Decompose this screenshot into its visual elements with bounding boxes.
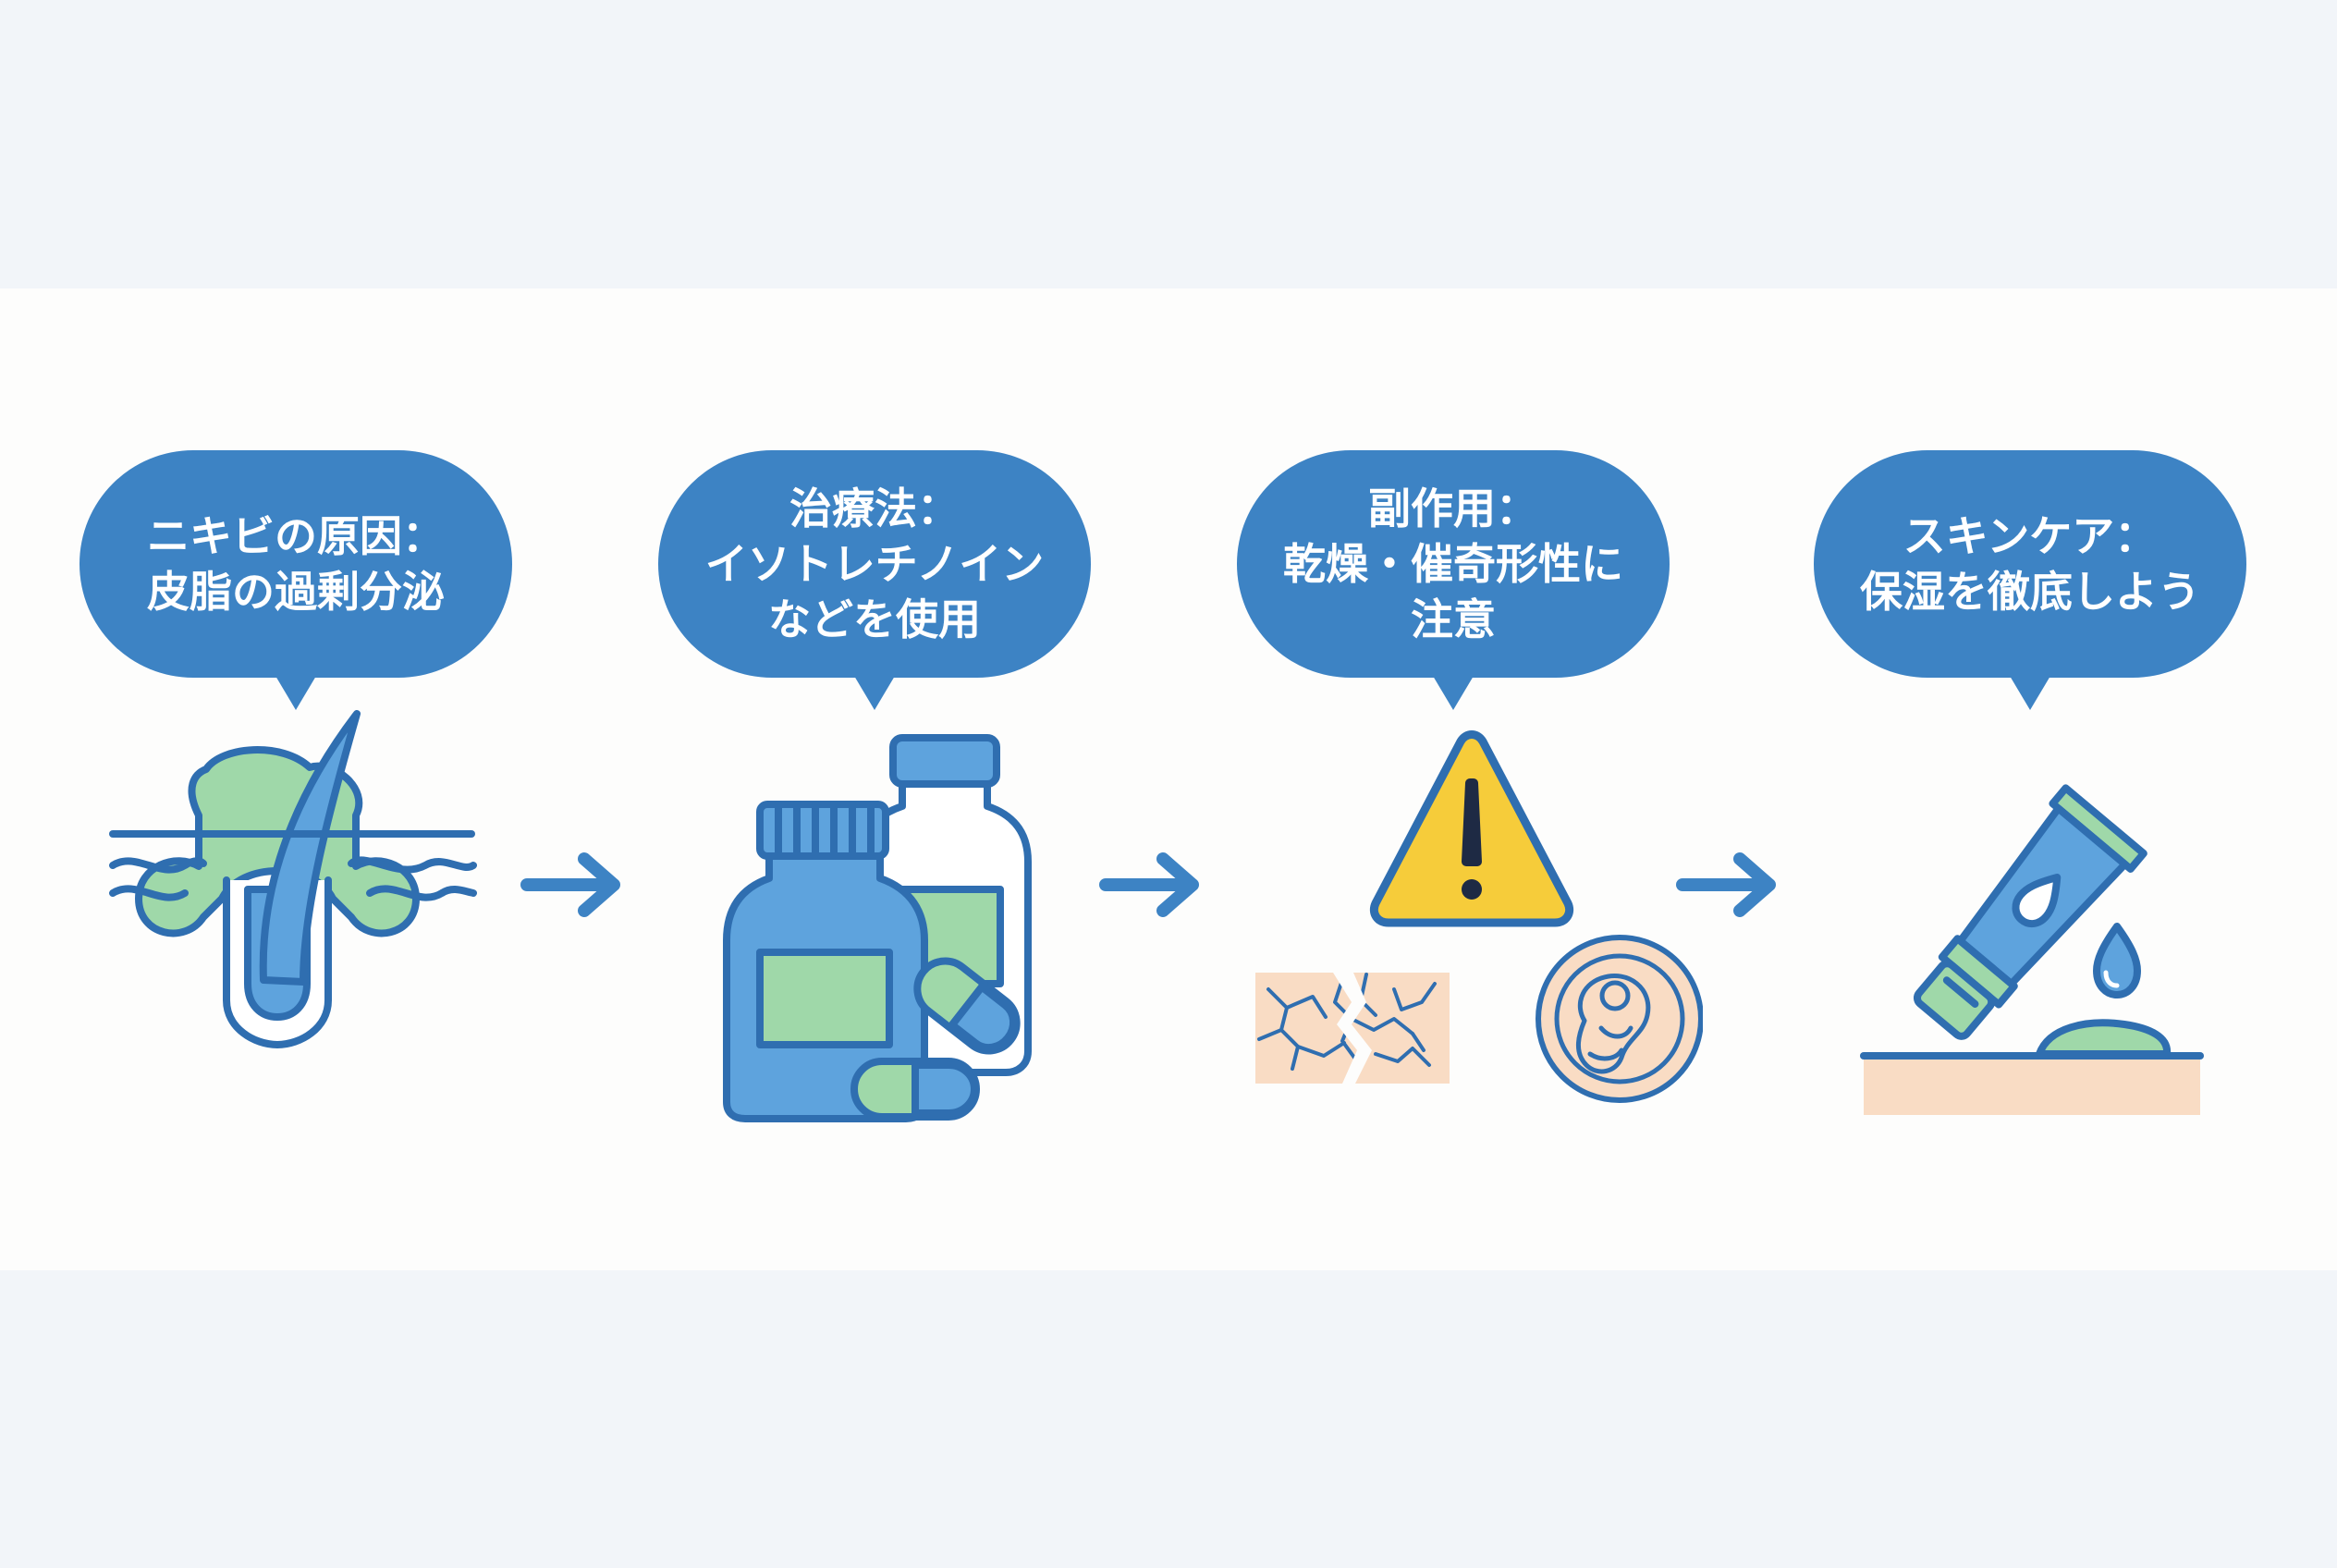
speech-bubble-tail <box>851 671 898 710</box>
bubble-line: ニキビの原因： <box>147 511 445 561</box>
bubble-line: 保湿を徹底しよう <box>1860 567 2200 617</box>
arrow-right-icon <box>1676 852 1776 917</box>
arrow-right-icon <box>1099 852 1199 917</box>
step-skincare: スキンケア： 保湿を徹底しよう <box>1780 288 2280 1270</box>
bubble-line: イソトレチノイン <box>704 539 1045 589</box>
bubble-line: などを使用 <box>768 594 981 644</box>
speech-bubble-tail <box>273 671 319 710</box>
arrow-right-icon <box>520 852 620 917</box>
speech-bubble-skincare: スキンケア： 保湿を徹底しよう <box>1814 450 2246 678</box>
flow-band: ニキビの原因： 皮脂の過剰分泌 治療法： イソトレチノイン などを使 <box>0 288 2337 1270</box>
bubble-line: 治療法： <box>789 484 960 533</box>
moisturizer-tube-icon <box>1860 784 2204 1115</box>
bubble-line: 副作用： <box>1368 484 1538 533</box>
bubble-line: スキンケア： <box>1903 511 2158 561</box>
bubble-line: 皮脂の過剰分泌 <box>147 567 445 617</box>
speech-bubble-tail <box>2007 671 2053 710</box>
speech-bubble-acne-cause: ニキビの原因： 皮脂の過剰分泌 <box>80 450 512 678</box>
bubble-line: 乾燥・催奇形性に <box>1283 539 1623 589</box>
bubble-line: 注意 <box>1411 594 1496 644</box>
speech-bubble-side-effects: 副作用： 乾燥・催奇形性に 注意 <box>1237 450 1670 678</box>
speech-bubble-tail <box>1430 671 1476 710</box>
medicine-bottles-pills-icon <box>723 734 1032 1122</box>
speech-bubble-treatment: 治療法： イソトレチノイン などを使用 <box>658 450 1091 678</box>
step-acne-cause: ニキビの原因： 皮脂の過剰分泌 <box>46 288 545 1270</box>
step-side-effects: 副作用： 乾燥・催奇形性に 注意 <box>1204 288 1703 1270</box>
warning-dry-skin-fetus-icon <box>1255 730 1703 1103</box>
hair-follicle-sebum-icon <box>109 710 477 1048</box>
step-treatment: 治療法： イソトレチノイン などを使用 <box>625 288 1124 1270</box>
